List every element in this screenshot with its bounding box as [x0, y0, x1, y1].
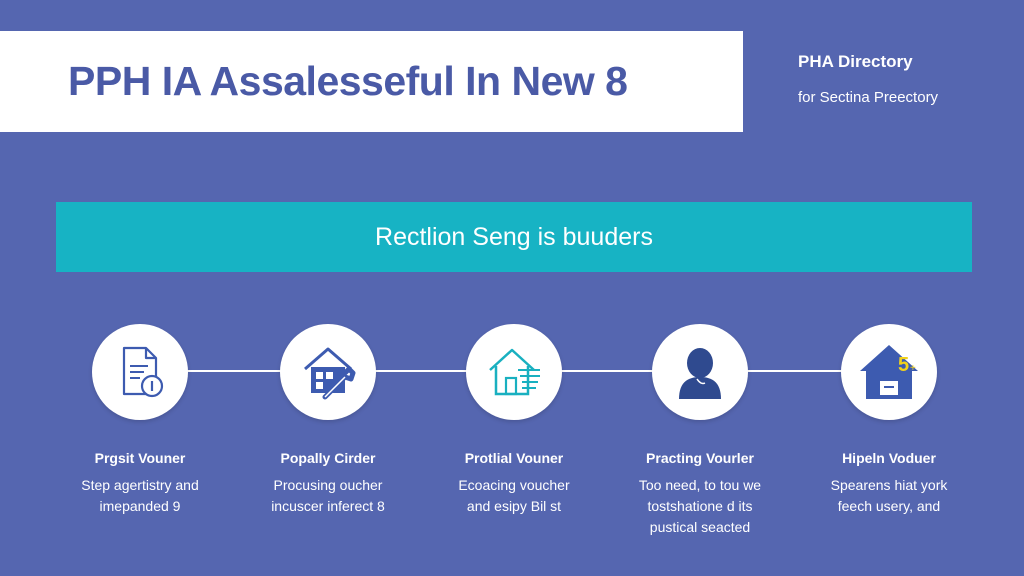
- step-5-title: Hipeln Voduer: [842, 450, 936, 466]
- step-4: Practing Vourler Too need, to tou we tos…: [610, 324, 790, 538]
- page-title: PPH IA Assalesseful In New 8: [68, 58, 628, 104]
- step-3-title: Protlial Vouner: [464, 450, 564, 466]
- step-4-circle: [652, 324, 748, 420]
- house-number-icon: 5 +: [860, 345, 918, 399]
- side-title: PHA Directory: [798, 52, 913, 71]
- step-2-desc-line: Procusing oucher: [273, 477, 383, 493]
- step-5-desc-line: feech usery, and: [837, 498, 941, 514]
- step-1-title: Prgsit Vouner: [94, 450, 186, 466]
- step-4-desc-line: tostshatione d its: [647, 498, 753, 514]
- svg-text:+: +: [910, 363, 916, 374]
- step-4-desc-line: Too need, to tou we: [638, 477, 762, 493]
- house-wrench-icon: [304, 347, 356, 400]
- house-lines-icon: [489, 348, 540, 396]
- section-bar: Rectlion Seng is buuders: [56, 202, 972, 272]
- step-2-description: Procusing oucher incuscer inferect 8: [233, 475, 423, 517]
- step-3-desc-line: Ecoacing voucher: [458, 477, 570, 493]
- step-4-title: Practing Vourler: [646, 450, 754, 466]
- step-3-desc-line: and esipy Bil st: [466, 498, 562, 514]
- step-1-description: Step agertistry and imepanded 9: [45, 475, 235, 517]
- step-1: Prgsit Vouner Step agertistry and imepan…: [50, 324, 230, 517]
- step-4-description: Too need, to tou we tostshatione d its p…: [605, 475, 795, 538]
- title-banner: PPH IA Assalesseful In New 8: [0, 31, 743, 132]
- step-2-desc-line: incuscer inferect 8: [271, 498, 385, 514]
- step-2-circle: [280, 324, 376, 420]
- step-5-description: Spearens hiat york feech usery, and: [794, 475, 984, 517]
- step-3: Protlial Vouner Ecoacing voucher and esi…: [424, 324, 604, 517]
- step-3-circle: [466, 324, 562, 420]
- step-5-desc-line: Spearens hiat york: [830, 477, 948, 493]
- document-icon: [122, 346, 164, 398]
- step-1-desc-line: imepanded 9: [99, 498, 181, 514]
- step-5-circle: 5 +: [841, 324, 937, 420]
- step-5: 5 + Hipeln Voduer Spearens hiat york fee…: [799, 324, 979, 517]
- side-subtitle: for Sectina Preectory: [798, 89, 939, 106]
- house-badge-number: 5: [898, 354, 909, 376]
- step-1-circle: [92, 324, 188, 420]
- step-2: Popally Cirder Procusing oucher incuscer…: [238, 324, 418, 517]
- step-4-desc-line: pustical seacted: [649, 519, 751, 535]
- step-2-title: Popally Cirder: [280, 450, 376, 466]
- step-3-description: Ecoacing voucher and esipy Bil st: [419, 475, 609, 517]
- person-icon: [679, 348, 721, 399]
- section-label: Rectlion Seng is buuders: [375, 222, 653, 251]
- step-1-desc-line: Step agertistry and: [81, 477, 199, 493]
